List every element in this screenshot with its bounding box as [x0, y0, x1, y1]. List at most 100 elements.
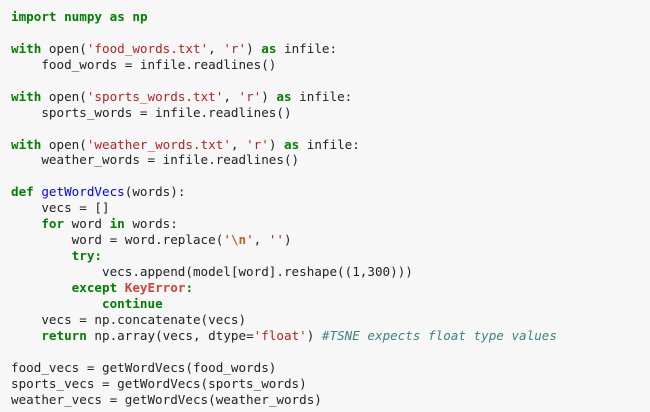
code-line: try: [11, 248, 650, 264]
code-token: '' [268, 232, 285, 248]
code-token: , [208, 40, 224, 56]
code-token: weather_words = infile.readlines() [11, 152, 300, 168]
code-token: 'food_words.txt' [86, 40, 209, 56]
code-line: return np.array(vecs, dtype='float') #TS… [11, 328, 650, 344]
code-token: with [11, 40, 42, 56]
code-token: continue [102, 295, 163, 311]
code-token: weather_vecs = getWordVecs(weather_words… [11, 391, 322, 407]
code-token: , [253, 232, 269, 248]
code-token: words: [124, 216, 178, 232]
code-token: , [359, 264, 368, 279]
code-token: ) [306, 327, 322, 343]
code-line: continue [11, 296, 650, 312]
code-token: vecs = [] [11, 200, 110, 216]
code-token: try [71, 248, 95, 264]
code-token: def [11, 184, 34, 200]
code-token: , [223, 88, 239, 104]
code-token: except [71, 279, 118, 295]
code-token: in [109, 216, 125, 232]
code-token: vecs.append(model[word].reshape(( [11, 264, 353, 279]
code-line [11, 344, 650, 360]
code-token: with [11, 136, 42, 152]
code-line [11, 168, 650, 184]
code-token: , [230, 136, 247, 152]
code-line: word = word.replace('\n', '') [11, 232, 650, 248]
code-token: 'r' [223, 40, 247, 56]
code-token: sports_words = infile.readlines() [11, 104, 292, 120]
code-token: ))) [390, 264, 413, 279]
code-token: ) [284, 232, 292, 248]
code-token: ' [223, 232, 231, 248]
code-line: for word in words: [11, 216, 650, 232]
code-token [117, 280, 125, 295]
code-token: ) [246, 40, 262, 56]
code-token: 'float' [253, 327, 307, 343]
code-token: 'r' [246, 136, 269, 152]
code-token: food_words = infile.readlines() [11, 56, 277, 72]
code-token: return [41, 327, 87, 343]
code-token: np.array(vecs, dtype= [86, 327, 254, 343]
code-line: weather_words = infile.readlines() [11, 152, 650, 168]
code-token: for [41, 216, 65, 232]
code-token: getWordVecs [41, 184, 125, 200]
code-token: open( [41, 88, 87, 104]
code-token: infile: [276, 40, 338, 56]
code-token: word = word.replace( [11, 232, 224, 248]
code-line: import numpy as np [11, 9, 650, 25]
code-line: with open('weather_words.txt', 'r') as i… [11, 137, 650, 153]
code-line: food_words = infile.readlines() [11, 57, 650, 73]
code-token [11, 248, 72, 263]
code-token: numpy [64, 9, 103, 24]
code-token: food_vecs = getWordVecs(food_words) [11, 359, 277, 375]
code-token [11, 216, 41, 231]
code-line: vecs = [] [11, 200, 650, 216]
code-token: : [94, 248, 103, 264]
code-token: 300 [367, 264, 391, 279]
code-token: ) [268, 136, 284, 152]
code-token: (words): [124, 184, 186, 200]
code-line: except KeyError: [11, 280, 650, 296]
code-token [11, 328, 41, 343]
code-token: open( [41, 40, 87, 56]
code-token: 1 [352, 264, 360, 279]
code-token [11, 296, 102, 311]
code-token: as [276, 88, 292, 104]
code-token [57, 9, 65, 24]
code-token: np [132, 9, 148, 24]
code-line: with open('sports_words.txt', 'r') as in… [11, 89, 650, 105]
code-token [11, 280, 72, 295]
code-token: #TSNE expects float type values [321, 327, 557, 343]
code-token: as [261, 40, 277, 56]
code-token: \n [230, 232, 247, 248]
code-line [11, 73, 650, 89]
code-token: infile: [291, 88, 353, 104]
code-token: infile: [299, 136, 360, 152]
code-line [11, 121, 650, 137]
code-line: sports_words = infile.readlines() [11, 105, 650, 121]
code-line: sports_vecs = getWordVecs(sports_words) [11, 376, 650, 392]
code-token: sports_vecs = getWordVecs(sports_words) [11, 375, 307, 391]
code-token: KeyError [124, 279, 186, 295]
code-line: vecs.append(model[word].reshape((1,300))… [11, 264, 650, 280]
code-token: ) [261, 88, 277, 104]
code-token [102, 9, 110, 24]
code-line: vecs = np.concatenate(vecs) [11, 312, 650, 328]
code-token: vecs = np.concatenate(vecs) [11, 311, 247, 327]
code-token: 'weather_words.txt' [86, 136, 231, 152]
code-token: 'sports_words.txt' [86, 88, 224, 104]
code-token: with [11, 88, 42, 104]
code-line: with open('food_words.txt', 'r') as infi… [11, 41, 650, 57]
code-token: open( [41, 136, 87, 152]
code-token: as [109, 9, 125, 24]
code-line: food_vecs = getWordVecs(food_words) [11, 360, 650, 376]
code-token: as [284, 136, 300, 152]
code-token: word [64, 216, 110, 232]
code-line: weather_vecs = getWordVecs(weather_words… [11, 392, 650, 408]
code-token: 'r' [238, 88, 262, 104]
code-token: ' [246, 232, 254, 248]
code-token: : [185, 279, 194, 295]
code-line: def getWordVecs(words): [11, 184, 650, 200]
code-line [11, 25, 650, 41]
